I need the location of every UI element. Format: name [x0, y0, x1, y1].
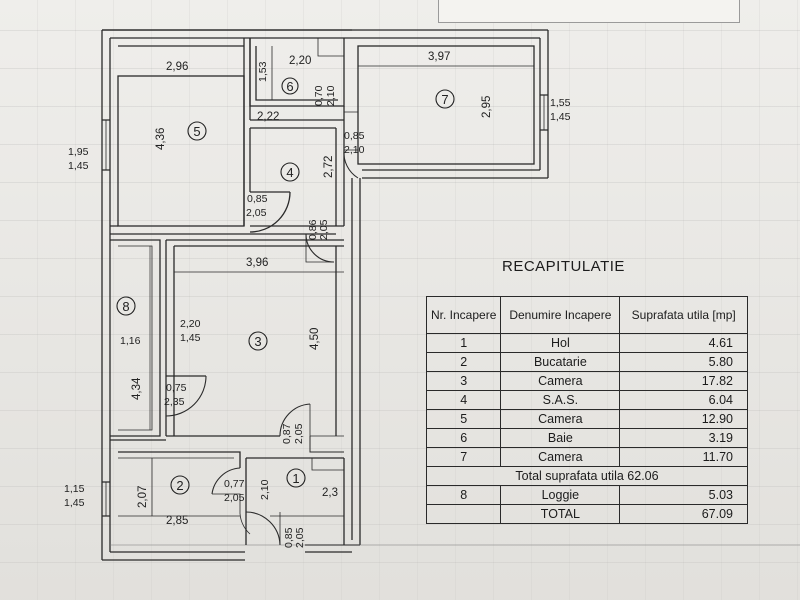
dim-r3-door-height: 2,05 — [293, 423, 305, 444]
dim-r6-width: 2,20 — [289, 55, 311, 67]
loggia-nr: 8 — [425, 485, 502, 505]
room-7-number: 7 — [441, 92, 448, 107]
dim-window-bottom-height: 1,45 — [64, 497, 85, 509]
room-6-number: 6 — [286, 79, 293, 94]
dim-r7-door-width: 0,85 — [344, 130, 365, 142]
row-nr: 6 — [425, 428, 502, 448]
dim-r4-door-height: 2,05 — [246, 207, 267, 219]
dim-r3-height: 4,50 — [309, 328, 321, 350]
dim-r4-width: 2,22 — [257, 111, 279, 123]
row-name: S.A.S. — [500, 390, 621, 410]
recap-header-row: Nr. Incapere Denumire Incapere Suprafata… — [425, 296, 748, 334]
total-useful-row: Total suprafata utila 62.06 — [426, 466, 748, 486]
dim-r8-door-height: 2,35 — [164, 396, 185, 408]
header-nr: Nr. Incapere — [425, 296, 502, 334]
dim-r6-door-height: 2,10 — [325, 85, 337, 106]
room-3-number: 3 — [254, 334, 261, 349]
dim-window-left-width: 1,95 — [68, 146, 89, 158]
row-area: 3.19 — [619, 428, 748, 448]
row-name: Bucatarie — [500, 352, 621, 372]
row-area: 5.80 — [619, 352, 748, 372]
dim-r2-height: 2,07 — [137, 486, 149, 508]
dim-r5-height: 4,36 — [155, 128, 167, 150]
row-nr: 7 — [425, 447, 502, 467]
dim-r3-width: 3,96 — [246, 257, 268, 269]
header-name: Denumire Incapere — [500, 296, 621, 334]
dim-window-left-height: 1,45 — [68, 160, 89, 172]
total-useful-value: 62.06 — [627, 469, 659, 483]
recap-title: RECAPITULATIE — [502, 258, 625, 275]
total-useful-label: Total suprafata utila — [515, 469, 624, 483]
table-row: 1 Hol 4.61 — [425, 333, 748, 353]
row-nr: 2 — [425, 352, 502, 372]
dim-r7-height: 2,95 — [481, 96, 493, 118]
row-nr: 5 — [425, 409, 502, 429]
total-blank — [425, 504, 502, 524]
room-2-number: 2 — [176, 478, 183, 493]
dim-r2-width: 2,85 — [166, 515, 188, 527]
table-row: 4 S.A.S. 6.04 — [425, 390, 748, 410]
dim-r8-door-width: 0,75 — [166, 382, 187, 394]
row-area: 6.04 — [619, 390, 748, 410]
table-row: 7 Camera 11.70 — [425, 447, 748, 467]
dim-r3-door-width: 0,87 — [281, 423, 293, 444]
row-nr: 3 — [425, 371, 502, 391]
dim-r6-door-width: 0,70 — [313, 85, 325, 106]
row-name: Camera — [500, 409, 621, 429]
dim-r7-width: 3,97 — [428, 51, 450, 63]
dim-window-right-width: 1,55 — [550, 97, 571, 109]
total-value: 67.09 — [619, 504, 748, 524]
row-area: 4.61 — [619, 333, 748, 353]
total-useful-cell: Total suprafata utila 62.06 — [426, 466, 748, 486]
table-row: 2 Bucatarie 5.80 — [425, 352, 748, 372]
dim-r1-width: 2,3 — [322, 487, 338, 499]
row-nr: 1 — [425, 333, 502, 353]
recap-table: Nr. Incapere Denumire Incapere Suprafata… — [425, 296, 748, 524]
dim-r1-door-width: 0,85 — [283, 527, 295, 548]
dim-mid-door-height: 2,05 — [318, 219, 330, 240]
dim-r7-door-height: 2,10 — [344, 144, 365, 156]
room-8-number: 8 — [122, 299, 129, 314]
dim-window-bottom-width: 1,15 — [64, 483, 85, 495]
room-5-number: 5 — [193, 124, 200, 139]
room-4-number: 4 — [286, 165, 293, 180]
dim-r6-height: 1,53 — [257, 61, 269, 82]
dim-r1-height: 2,10 — [259, 479, 271, 500]
loggia-name: Loggie — [500, 485, 621, 505]
dim-r3-window-width: 2,20 — [180, 318, 201, 330]
row-area: 17.82 — [619, 371, 748, 391]
total-row: TOTAL 67.09 — [425, 504, 748, 524]
dim-r1-door-height: 2,05 — [294, 527, 306, 548]
dim-r2-door-height: 2,05 — [224, 492, 245, 504]
dim-r8-height: 4,34 — [131, 377, 143, 400]
paper-card-top — [438, 0, 740, 23]
loggia-area: 5.03 — [619, 485, 748, 505]
dim-r5-width: 2,96 — [166, 61, 188, 73]
dim-r4-door-width: 0,85 — [247, 193, 268, 205]
row-name: Camera — [500, 371, 621, 391]
table-row: 5 Camera 12.90 — [425, 409, 748, 429]
table-row: 3 Camera 17.82 — [425, 371, 748, 391]
dim-mid-door-width: 0,86 — [307, 219, 319, 240]
row-nr: 4 — [425, 390, 502, 410]
row-area: 12.90 — [619, 409, 748, 429]
dim-r3-window-height: 1,45 — [180, 332, 201, 344]
row-area: 11.70 — [619, 447, 748, 467]
total-label: TOTAL — [500, 504, 621, 524]
table-row: 6 Baie 3.19 — [425, 428, 748, 448]
dim-r2-door-width: 0,77 — [224, 478, 245, 490]
dim-r8-width: 1,16 — [120, 335, 141, 347]
room-1-number: 1 — [292, 471, 299, 486]
row-name: Hol — [500, 333, 621, 353]
dim-window-right-height: 1,45 — [550, 111, 571, 123]
dim-r4-height: 2,72 — [323, 156, 335, 178]
header-area: Suprafata utila [mp] — [619, 296, 748, 334]
row-name: Camera — [500, 447, 621, 467]
row-name: Baie — [500, 428, 621, 448]
loggia-row: 8 Loggie 5.03 — [425, 485, 748, 505]
